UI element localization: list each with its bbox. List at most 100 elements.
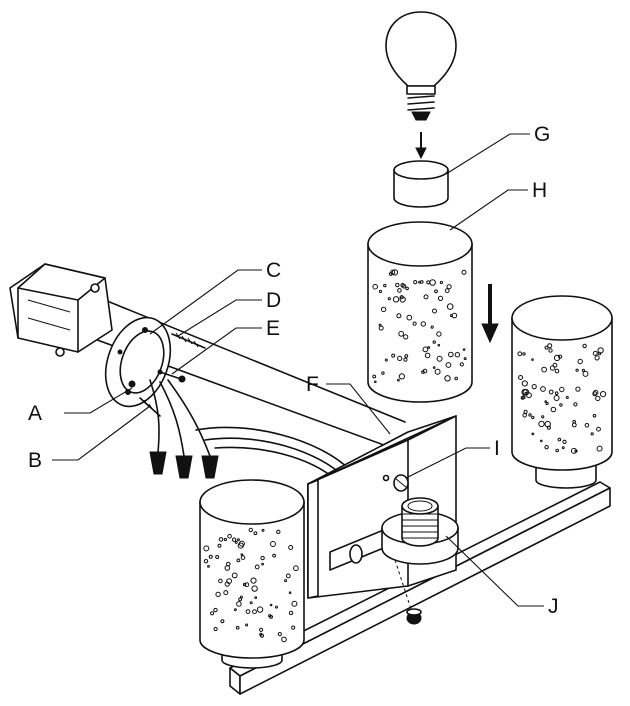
glass-shade-h: [367, 221, 473, 403]
glass-bubble: [397, 288, 402, 293]
glass-bubble: [270, 541, 276, 547]
glass-bubble: [412, 321, 417, 326]
glass-bubble: [577, 358, 583, 365]
glass-bubble: [549, 365, 556, 371]
glass-bubble: [269, 603, 273, 607]
glass-bubble: [254, 564, 260, 570]
glass-bubble: [517, 351, 523, 357]
glass-bubble: [285, 573, 291, 579]
glass-bubble: [531, 358, 534, 361]
glass-bubble: [207, 565, 210, 568]
glass-bubble: [540, 439, 543, 443]
glass-bubble: [237, 542, 244, 549]
glass-bubble: [544, 420, 551, 428]
left-glass-shade: [199, 479, 305, 669]
glass-bubble: [538, 420, 545, 428]
glass-bubble: [451, 312, 458, 319]
label-d: D: [266, 289, 281, 312]
glass-bubble: [223, 590, 229, 596]
glass-bubble: [223, 537, 227, 542]
light-bulb-icon: [385, 11, 457, 121]
glass-bubble: [594, 355, 600, 361]
glass-bubble: [276, 529, 281, 534]
glass-bubble: [437, 295, 444, 301]
label-b: B: [28, 449, 42, 472]
glass-bubble: [446, 303, 454, 310]
glass-bubble: [596, 426, 601, 432]
glass-bubble: [446, 284, 452, 290]
label-a: A: [28, 402, 42, 425]
leader-lines: [52, 133, 544, 607]
glass-bubble: [553, 395, 560, 401]
glass-bubble: [381, 371, 385, 375]
glass-bubble: [405, 286, 409, 291]
glass-bubble: [380, 306, 387, 313]
glass-bubble: [398, 330, 405, 337]
glass-bubble: [575, 368, 579, 372]
glass-bubble: [544, 345, 549, 350]
mounting-screw-b: [139, 397, 161, 417]
glass-bubble: [281, 636, 287, 643]
glass-bubble: [544, 445, 549, 450]
down-arrow-icon: [481, 284, 499, 344]
glass-bubble: [584, 423, 590, 428]
small-down-arrow-icon: [415, 132, 427, 160]
right-shade-bubbles: [517, 343, 607, 454]
glass-bubble: [240, 555, 246, 560]
glass-bubble: [548, 348, 553, 353]
glass-bubble: [203, 559, 209, 564]
glass-bubble: [397, 378, 400, 382]
glass-bubble: [547, 343, 553, 349]
glass-bubble: [387, 297, 391, 301]
glass-bubble: [572, 419, 577, 424]
glass-bubble: [245, 609, 251, 614]
glass-bubble: [427, 346, 431, 349]
glass-bubble: [541, 366, 547, 373]
glass-bubble: [260, 555, 265, 561]
glass-bubble: [582, 343, 587, 349]
glass-bubble: [403, 357, 408, 362]
glass-bubble: [531, 415, 535, 420]
glass-bubble: [399, 296, 406, 303]
socket-screw: [394, 559, 422, 625]
glass-bubble: [231, 572, 238, 579]
socket-cup-j: [381, 497, 459, 565]
glass-bubble: [444, 288, 450, 294]
glass-bubble: [235, 625, 240, 630]
glass-bubble: [372, 283, 379, 290]
glass-bubble: [226, 561, 231, 567]
glass-bubble: [288, 591, 292, 595]
glass-bubble: [422, 368, 428, 374]
glass-bubble: [445, 362, 452, 368]
glass-bubble: [592, 391, 598, 397]
wire-nuts: [149, 451, 219, 479]
glass-bubble: [208, 554, 213, 559]
glass-bubble: [523, 409, 528, 414]
glass-bubble: [261, 562, 265, 566]
glass-bubble: [245, 623, 249, 627]
crossbar-plate: [104, 316, 172, 408]
glass-bubble: [430, 325, 434, 329]
glass-bubble: [378, 289, 383, 294]
glass-bubble: [213, 607, 218, 613]
glass-bubble: [595, 395, 601, 402]
glass-bubble: [217, 543, 222, 548]
glass-bubble: [420, 321, 426, 327]
mounting-screw-d: [171, 332, 206, 349]
glass-bubble: [259, 627, 264, 632]
glass-bubble: [250, 577, 257, 584]
label-f: F: [306, 373, 319, 396]
glass-bubble: [432, 308, 437, 314]
glass-bubble: [374, 380, 377, 384]
glass-bubble: [261, 528, 265, 532]
glass-bubble: [463, 357, 467, 361]
right-glass-shade: [511, 295, 613, 489]
glass-bubble: [429, 279, 436, 286]
glass-bubble: [570, 447, 577, 454]
glass-bubble: [236, 538, 240, 542]
glass-bubble: [540, 386, 546, 392]
glass-bubble: [436, 331, 442, 337]
glass-bubble: [234, 540, 238, 544]
glass-bubble: [526, 392, 532, 399]
